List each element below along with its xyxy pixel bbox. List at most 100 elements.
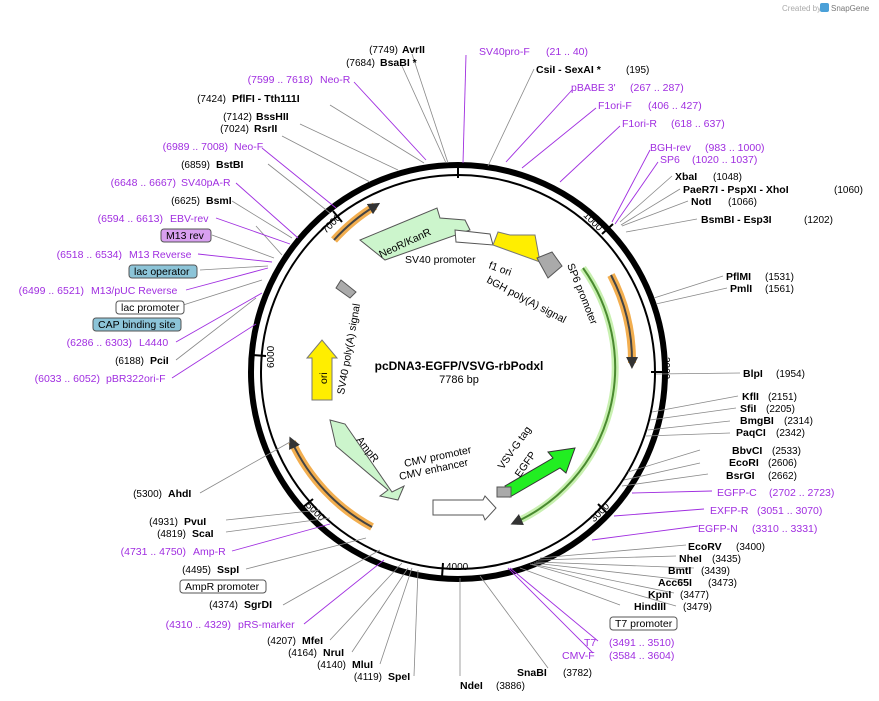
- site-ecorv: EcoRV: [688, 541, 722, 553]
- site-acc65i: Acc65I: [658, 577, 692, 589]
- site-nhei: NheI: [679, 553, 702, 565]
- site-bbvci: BbvCI: [732, 445, 762, 457]
- primer-neof: Neo-F: [234, 141, 263, 153]
- site-ahdi: AhdI: [168, 488, 191, 500]
- site-mfei: MfeI: [302, 635, 323, 647]
- site-csii: CsiI - SexAI *: [536, 64, 602, 76]
- primer-sv40pa: SV40pA-R: [181, 177, 231, 189]
- primer-pbr322-pos: (6033 .. 6052): [35, 373, 100, 385]
- site-sgrdi-pos: (4374): [209, 600, 238, 611]
- box-lac-operator: [128, 264, 198, 279]
- site-csii-pos: (195): [626, 65, 649, 76]
- site-ahdi-pos: (5300): [133, 489, 162, 500]
- feature-cmv-promoter: [432, 495, 497, 521]
- site-hindiii: HindIII: [634, 601, 666, 613]
- primer-sp6-pos: (1020 .. 1037): [692, 154, 757, 166]
- site-bstbi-pos: (6859): [181, 160, 210, 171]
- ring-label-6000: 6000: [266, 345, 277, 368]
- primer-sv40pa-pos: (6648 .. 6667): [111, 177, 176, 189]
- site-bbvci-pos: (2533): [772, 446, 801, 457]
- site-bsrgi-pos: (2662): [768, 471, 797, 482]
- primer-ampr: Amp-R: [193, 546, 226, 558]
- site-noti-pos: (1066): [728, 197, 757, 208]
- primer-m13puc: M13/pUC Reverse: [91, 285, 178, 297]
- site-bsmi: BsmI: [206, 195, 232, 207]
- feature-egfp: [504, 447, 576, 498]
- box-t7-promoter-text: T7 promoter: [615, 618, 673, 630]
- feature-f1-ori: [492, 231, 541, 263]
- site-pvui: PvuI: [184, 516, 206, 528]
- box-ampr-promoter: [179, 579, 267, 594]
- site-snabi-pos: (3782): [563, 668, 592, 679]
- site-bstbi: BstBI: [216, 159, 244, 171]
- site-blpi-pos: (1954): [776, 369, 805, 380]
- site-sfii-pos: (2205): [766, 404, 795, 415]
- primer-exfpr: EXFP-R: [710, 505, 749, 517]
- primer-pbabe-pos: (267 .. 287): [630, 82, 684, 94]
- site-bsmbi-pos: (1202): [804, 215, 833, 226]
- primer-bghrev: BGH-rev: [650, 142, 692, 154]
- ring-label-2000: 2000: [660, 357, 671, 380]
- primer-t7-pos: (3491 .. 3510): [609, 637, 674, 649]
- site-bsshii-pos: (7142): [223, 112, 252, 123]
- primer-f1orif-pos: (406 .. 427): [648, 100, 702, 112]
- primer-egfpc: EGFP-C: [717, 487, 757, 499]
- box-lac-operator-text: lac operator: [134, 266, 190, 278]
- site-xbai: XbaI: [675, 171, 697, 183]
- site-pvui-pos: (4931): [149, 517, 178, 528]
- feature-neor: [359, 207, 471, 261]
- site-pflfi: PflFI - Tth111I: [232, 93, 300, 105]
- site-bsrgi: BsrGI: [726, 470, 755, 482]
- label-ori: ori: [318, 372, 330, 384]
- site-nhei-pos: (3435): [712, 554, 741, 565]
- site-bmgbi-pos: (2314): [784, 416, 813, 427]
- box-lac-promoter: [115, 300, 185, 315]
- primer-sv40pro-pos: (21 .. 40): [546, 46, 588, 58]
- site-bsmbi: BsmBI - Esp3I: [701, 214, 772, 226]
- credit-brand: SnapGene: [831, 4, 870, 13]
- primer-l4440-pos: (6286 .. 6303): [67, 337, 132, 349]
- label-sv40-promoter: SV40 promoter: [405, 254, 476, 266]
- site-blpi: BlpI: [743, 368, 763, 380]
- site-rsrii: RsrII: [254, 123, 277, 135]
- site-ndei-pos: (3886): [496, 681, 525, 692]
- site-sspi-pos: (4495): [182, 565, 211, 576]
- site-ecori: EcoRI: [729, 457, 759, 469]
- site-rsrii-pos: (7024): [220, 124, 249, 135]
- primer-pbr322: pBR322ori-F: [106, 373, 166, 385]
- feature-bgh-polya: [536, 251, 563, 279]
- primer-ebv-pos: (6594 .. 6613): [98, 213, 163, 225]
- site-paer7i-pos: (1060): [834, 185, 863, 196]
- site-bsshii: BssHII: [256, 111, 289, 123]
- site-avrii-pos: (7749): [369, 45, 398, 56]
- site-sfii: SfiI: [740, 403, 756, 415]
- site-pflfi-pos: (7424): [197, 94, 226, 105]
- primer-ebv: EBV-rev: [170, 213, 209, 225]
- site-bsabi: BsaBI *: [380, 57, 418, 69]
- primer-m13puc-pos: (6499 .. 6521): [19, 285, 84, 297]
- box-m13-rev-text: M13 rev: [166, 230, 205, 242]
- site-paqci: PaqCI: [736, 427, 766, 439]
- site-ecori-pos: (2606): [768, 458, 797, 469]
- site-ecorv-pos: (3400): [736, 542, 765, 553]
- site-kpni: KpnI: [648, 589, 671, 601]
- site-pflmi-pos: (1531): [765, 272, 794, 283]
- credit-text: Created by: [782, 4, 821, 13]
- primer-egfpn-pos: (3310 .. 3331): [752, 523, 817, 535]
- site-pcii-pos: (6188): [115, 356, 144, 367]
- plasmid-size: 7786 bp: [439, 374, 479, 386]
- site-bmti-pos: (3439): [701, 566, 730, 577]
- site-snabi: SnaBI: [517, 667, 547, 679]
- primer-cmvf: CMV-F: [562, 650, 595, 662]
- primer-exfpr-pos: (3051 .. 3070): [757, 505, 822, 517]
- primer-f1orif: F1ori-F: [598, 100, 632, 112]
- site-kfli-pos: (2151): [768, 392, 797, 403]
- site-acc65i-pos: (3473): [708, 578, 737, 589]
- site-scai-pos: (4819): [157, 529, 186, 540]
- primer-t7: T7: [584, 637, 596, 649]
- site-scai: ScaI: [192, 528, 214, 540]
- site-hindiii-pos: (3479): [683, 602, 712, 613]
- primer-prs-pos: (4310 .. 4329): [166, 619, 231, 631]
- feature-sv40-polya: [335, 279, 357, 299]
